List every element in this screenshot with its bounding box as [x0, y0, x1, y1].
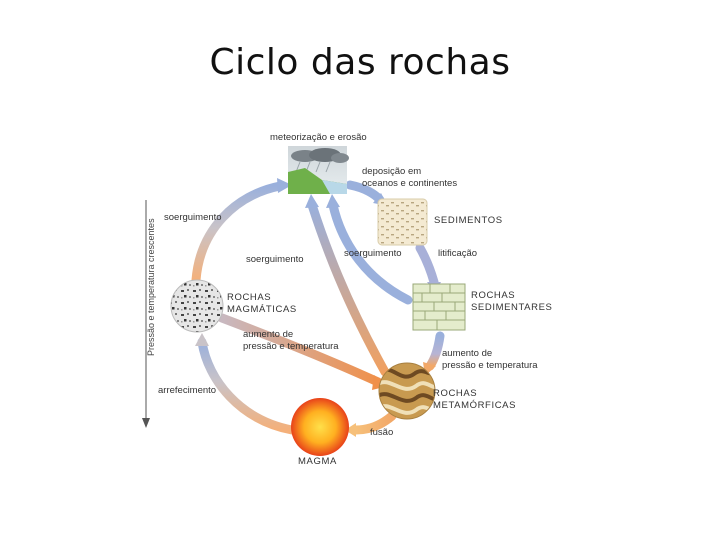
weathering-image: [288, 146, 349, 194]
arrow-head-weathering-left: [277, 178, 292, 193]
arrow-head-weathering-right: [326, 194, 340, 208]
label-sedimentary-1: ROCHAS: [471, 290, 515, 301]
arrow-igneous-to-metamorphic: [217, 313, 383, 387]
label-deposition-2: oceanos e continentes: [362, 178, 457, 189]
arrow-head-magma: [345, 423, 356, 437]
label-cooling: arrefecimento: [158, 385, 216, 396]
label-sedimentary-2: SEDIMENTARES: [471, 302, 552, 313]
label-uplift-inner: soerguimento: [246, 254, 304, 265]
label-metamorphic-1: ROCHAS: [433, 388, 477, 399]
label-pressure-right-2: pressão e temperatura: [442, 360, 538, 371]
side-axis-label: Pressão e temperatura crescentes: [146, 218, 156, 356]
arrow-metamorphic-to-magma: [351, 411, 397, 435]
label-sediments: SEDIMENTOS: [434, 215, 503, 226]
arrow-igneous-to-weathering: [191, 181, 285, 285]
sedimentary-rock-image: [412, 283, 466, 331]
label-uplift-left: soerguimento: [164, 212, 222, 223]
arrow-head-weathering-center: [305, 194, 319, 208]
label-pressure-center-1: aumento de: [243, 329, 293, 340]
arrow-magma-to-igneous: [197, 337, 297, 435]
arrow-sedimentary-uplift: [328, 200, 413, 305]
label-melting: fusão: [370, 427, 393, 438]
sediments-image: [377, 198, 428, 246]
arrow-sedimentary-to-metamorphic: [425, 331, 445, 371]
label-pressure-center-2: pressão e temperatura: [243, 341, 339, 352]
label-metamorphic-2: METAMÓRFICAS: [433, 400, 516, 411]
arrow-sediments-to-sedimentary: [415, 243, 439, 287]
arrow-head-igneous: [195, 333, 209, 346]
label-uplift-center: soerguimento: [344, 248, 402, 259]
label-igneous-1: ROCHAS: [227, 292, 271, 303]
arrow-metamorphic-uplift: [307, 200, 390, 377]
label-igneous-2: MAGMÁTICAS: [227, 304, 297, 315]
label-magma: MAGMA: [298, 456, 337, 467]
side-axis: Pressão e temperatura crescentes: [142, 200, 156, 428]
label-lithification: litificação: [438, 248, 477, 259]
diagram-labels: meteorização e erosão deposição em ocean…: [158, 132, 552, 467]
magma-image: [291, 398, 349, 456]
label-weathering: meteorização e erosão: [270, 132, 367, 143]
metamorphic-rock-image: [378, 362, 436, 420]
slide-title: Ciclo das rochas: [209, 42, 511, 83]
igneous-rock-image: [170, 279, 224, 333]
label-pressure-right-1: aumento de: [442, 348, 492, 359]
label-deposition-1: deposição em: [362, 166, 421, 177]
